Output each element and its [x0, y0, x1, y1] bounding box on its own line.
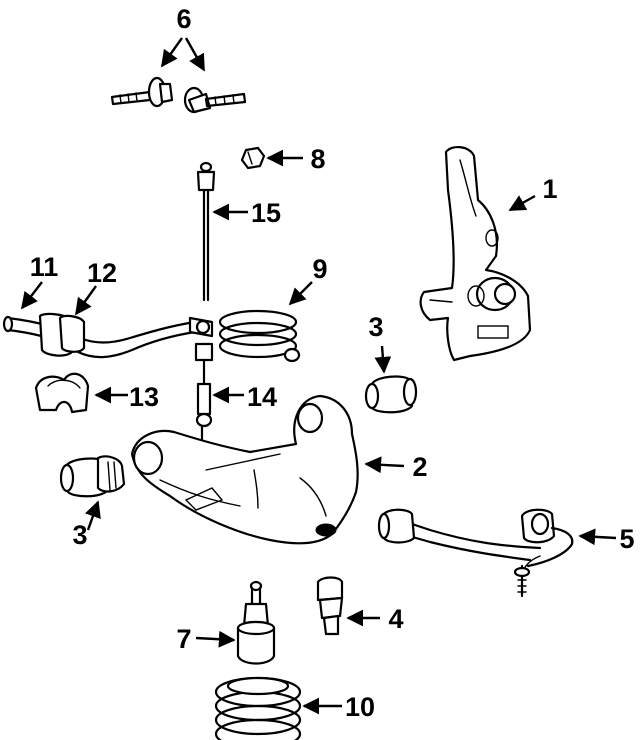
arrow-5: [578, 528, 617, 546]
callout-10: 10: [345, 692, 375, 722]
callout-13: 13: [129, 382, 159, 412]
link-lower-part: [194, 342, 214, 468]
coil-spring-upper-part: [218, 309, 301, 363]
stabilizer-bar-part: [2, 312, 214, 359]
lower-control-arm-part: [130, 394, 359, 545]
callout-15: 15: [251, 198, 281, 228]
coil-spring-lower-part: [214, 676, 302, 740]
stabilizer-link-rod-part: [196, 161, 216, 302]
nut-part: [240, 146, 266, 170]
arrow-3b: [85, 500, 101, 531]
arrow-1: [508, 194, 536, 212]
upper-ball-joint-part: [316, 576, 344, 636]
callout-6: 6: [176, 4, 191, 34]
steering-knuckle-part: [419, 146, 532, 362]
callout-7: 7: [176, 624, 191, 654]
arrow-2: [364, 456, 405, 474]
arrow-6a: [161, 37, 183, 68]
stabilizer-bushing-part: [34, 372, 90, 414]
bolts-part: [110, 76, 247, 114]
lower-ball-joint-part: [236, 580, 276, 665]
callout-12: 12: [87, 258, 117, 288]
bushing-lower-left-part: [59, 455, 126, 498]
callout-5: 5: [619, 524, 634, 554]
arrow-3a: [374, 345, 392, 374]
callout-3-upper: 3: [368, 312, 383, 342]
callout-8: 8: [310, 144, 325, 174]
callout-3-lower: 3: [72, 520, 87, 550]
arrow-9: [288, 281, 313, 306]
callout-1: 1: [542, 174, 557, 204]
upper-control-arm-part: [377, 508, 574, 598]
bushing-upper-right-part: [364, 375, 418, 414]
arrow-7: [195, 630, 236, 648]
arrow-11: [20, 281, 43, 310]
arrow-6b: [184, 37, 206, 72]
callout-2: 2: [412, 452, 427, 482]
leader-arrows: [20, 37, 617, 715]
callout-4: 4: [388, 604, 403, 634]
callout-9: 9: [312, 254, 327, 284]
callout-11: 11: [30, 252, 59, 282]
callout-labels: 6 8 15 1 9 11 12 3 13 14 2 3 5 4 7 10: [30, 4, 635, 722]
callout-14: 14: [247, 382, 277, 412]
arrow-12: [75, 285, 97, 316]
